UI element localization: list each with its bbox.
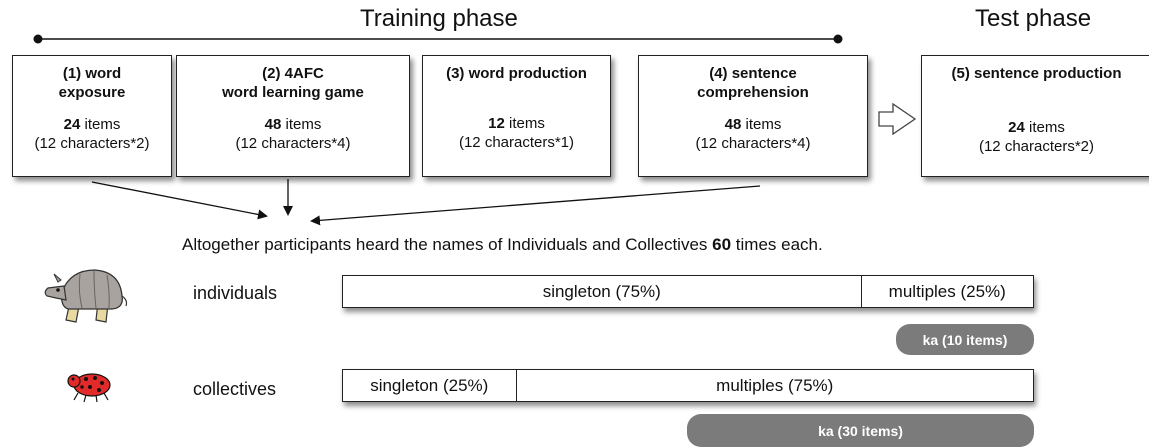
row-label-collectives: collectives <box>193 379 277 399</box>
step-4afc-word-learning-game: (2) 4AFC word learning game 48 items (12… <box>176 55 410 177</box>
segment-singleton: singleton (25%) <box>370 375 489 395</box>
summary-count: 60 <box>712 235 732 254</box>
ka-badge-individuals: ka (10 items) <box>896 324 1034 355</box>
individuals-proportion-bar: singleton (75%) multiples (25%) <box>342 275 1034 308</box>
step-detail: (12 characters*1) <box>458 134 575 151</box>
step-count: 24 items <box>63 116 121 133</box>
step-count: 48 items <box>724 116 782 133</box>
step-word-exposure: (1) word exposure 24 items (12 character… <box>12 55 172 177</box>
arrow-from-step-1 <box>91 181 268 220</box>
step-title: exposure <box>58 84 126 101</box>
segment-multiples: multiples (75%) <box>515 370 1034 401</box>
step-count: 12 items <box>488 115 545 132</box>
step-title: (5) sentence production <box>951 65 1122 82</box>
test-phase-title: Test phase <box>975 5 1092 32</box>
step-title: (2) 4AFC <box>262 65 324 82</box>
step-sentence-comprehension: (4) sentence comprehension 48 items (12 … <box>638 55 868 177</box>
step-detail: (12 characters*2) <box>34 135 150 152</box>
segment-multiples: multiples (25%) <box>860 276 1034 307</box>
training-phase-title: Training phase <box>360 5 518 32</box>
step-sentence-production: (5) sentence production 24 items (12 cha… <box>921 55 1149 177</box>
row-label-individuals: individuals <box>193 283 278 303</box>
step-count: 48 items <box>264 116 322 133</box>
step-title: (4) sentence <box>709 65 797 82</box>
ladybug-cluster-icon <box>66 367 114 403</box>
collectives-proportion-bar: singleton (25%) multiples (75%) <box>342 369 1034 402</box>
arrow-from-step-4 <box>310 185 761 226</box>
training-to-test-arrow <box>878 102 917 136</box>
step-title: (1) word <box>62 65 122 82</box>
step-detail: (12 characters*4) <box>695 135 811 152</box>
armadillo-icon <box>40 262 130 330</box>
step-detail: (12 characters*2) <box>978 138 1095 155</box>
ka-badge-collectives: ka (30 items) <box>687 414 1034 447</box>
step-title: comprehension <box>697 84 809 101</box>
step-detail: (12 characters*4) <box>235 135 351 152</box>
segment-singleton: singleton (75%) <box>542 281 661 301</box>
step-title: word learning game <box>222 84 364 101</box>
step-count: 24 items <box>1008 119 1065 136</box>
training-phase-timeline <box>33 34 843 44</box>
summary-text: Altogether participants heard the names … <box>182 235 823 254</box>
step-word-production: (3) word production 12 items (12 charact… <box>422 55 611 177</box>
step-title: (3) word production <box>446 65 587 82</box>
